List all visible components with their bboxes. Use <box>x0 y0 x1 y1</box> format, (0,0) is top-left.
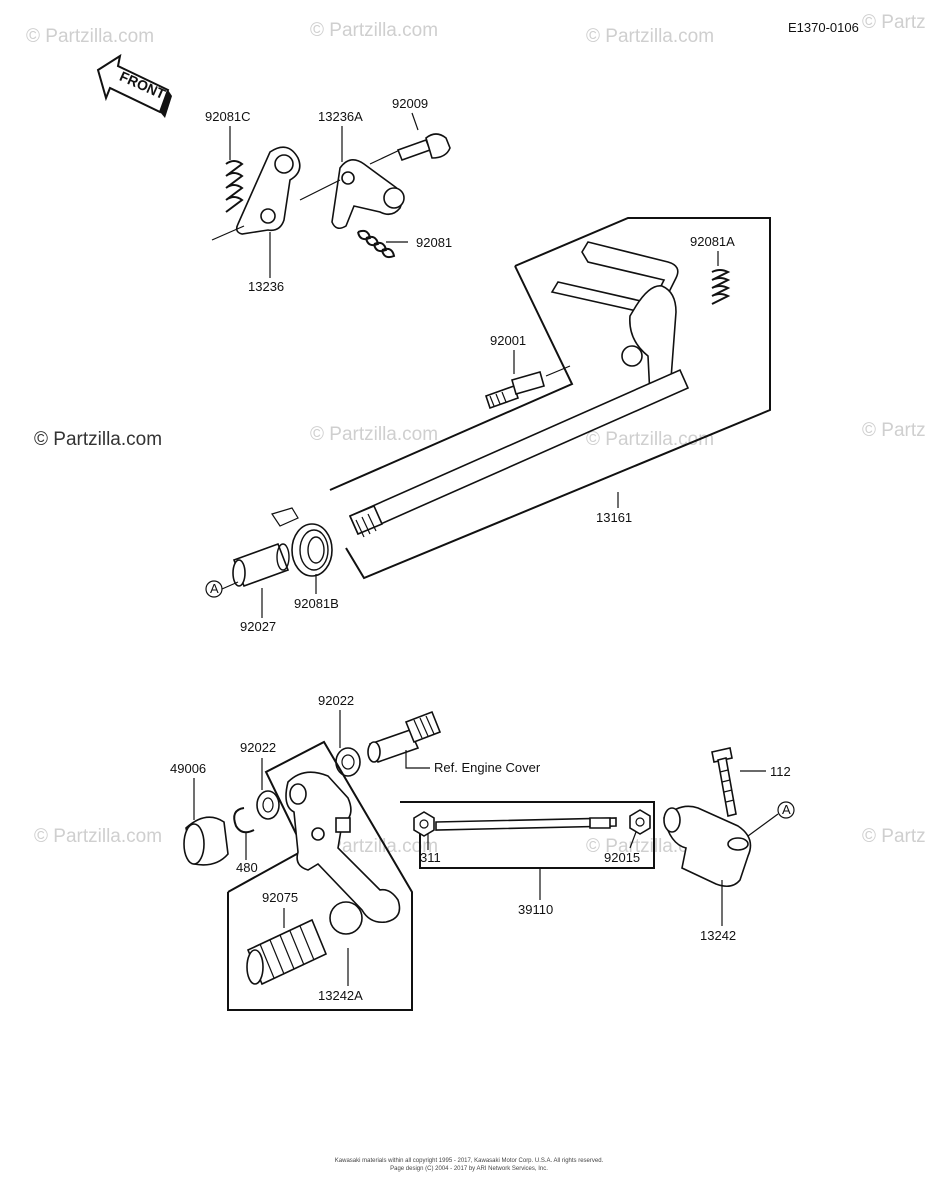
front-arrow-icon: FRONT <box>96 53 172 118</box>
label-92075: 92075 <box>262 890 298 905</box>
watermark: © Partzilla.com <box>310 424 438 445</box>
diagram-code: E1370-0106 <box>788 20 859 35</box>
watermarks: © Partzilla.com © Partzilla.com © Partzi… <box>26 12 926 857</box>
label-92081B: 92081B <box>294 596 339 611</box>
rubber-92075-icon <box>246 918 328 986</box>
label-92027: 92027 <box>240 619 276 634</box>
watermark: © Partzilla.com <box>586 26 714 47</box>
label-13242: 13242 <box>700 928 736 943</box>
label-49006: 49006 <box>170 761 206 776</box>
watermark: © Partz <box>862 826 926 847</box>
nut-311-icon <box>413 811 435 837</box>
spring-92081-icon <box>357 229 396 259</box>
shift-fork-icon <box>550 241 679 400</box>
callout-a-marker: A <box>205 580 239 598</box>
watermark: © Partzilla.com <box>34 826 162 847</box>
shift-shaft-13161-icon <box>348 368 690 538</box>
label-13161: 13161 <box>596 510 632 525</box>
watermark: © Partzilla.com <box>310 20 438 41</box>
label-92015: 92015 <box>604 850 640 865</box>
label-92009: 92009 <box>392 96 428 111</box>
label-13236A: 13236A <box>318 109 363 124</box>
callout-a-label: A <box>782 802 791 817</box>
nut-92015-icon <box>629 809 651 835</box>
ref-note: Ref. Engine Cover <box>434 760 541 775</box>
callout-a-label: A <box>210 581 219 596</box>
label-92081: 92081 <box>416 235 452 250</box>
circlip-480-icon <box>233 807 255 834</box>
label-92022-mid: 92022 <box>240 740 276 755</box>
label-92022-top: 92022 <box>318 693 354 708</box>
shift-arm-13242-icon <box>663 805 752 888</box>
tie-rod-assembly-frame <box>400 801 655 869</box>
watermark: © Partzilla.com <box>586 429 714 450</box>
spring-92081C-icon <box>225 160 244 213</box>
bolt-92001-icon <box>484 371 545 410</box>
collar-92027-icon <box>232 542 290 588</box>
bolt-112-icon <box>711 747 737 817</box>
footer-page-design: Page design (C) 2004 - 2017 by ARI Netwo… <box>390 1166 548 1172</box>
tie-rod-39110-icon <box>435 817 617 831</box>
lever-peg-icon <box>329 901 363 935</box>
label-13236: 13236 <box>248 279 284 294</box>
arm-13236-icon <box>235 146 301 235</box>
label-39110: 39110 <box>518 902 553 917</box>
watermark: © Partz <box>862 12 926 33</box>
washer-92022-icon <box>335 747 361 777</box>
label-112: 112 <box>770 764 791 779</box>
cap-49006-icon <box>183 816 229 866</box>
shift-shaft-assembly-frame <box>329 217 771 580</box>
washer-92022-icon <box>256 790 280 820</box>
label-480: 480 <box>236 860 258 875</box>
label-92001: 92001 <box>490 333 526 348</box>
label-13242A: 13242A <box>318 988 363 1003</box>
shift-lever-13242A-icon <box>285 771 401 924</box>
footer-copyright: Kawasaki materials within all copyright … <box>334 1158 604 1164</box>
label-311: 311 <box>420 850 441 865</box>
pivot-bolt-icon <box>367 710 442 763</box>
spring-92081B-icon <box>271 507 333 577</box>
spring-92081A-icon <box>711 269 731 305</box>
arm-13236A-icon <box>331 159 405 230</box>
watermark: © Partz <box>862 420 926 441</box>
label-92081C: 92081C <box>205 109 251 124</box>
bolt-92009-icon <box>396 133 451 162</box>
label-92081A: 92081A <box>690 234 735 249</box>
callout-a-marker: A <box>747 801 795 837</box>
watermark: © Partzilla.com <box>26 26 154 47</box>
watermark: © Partzilla.com <box>34 429 162 450</box>
